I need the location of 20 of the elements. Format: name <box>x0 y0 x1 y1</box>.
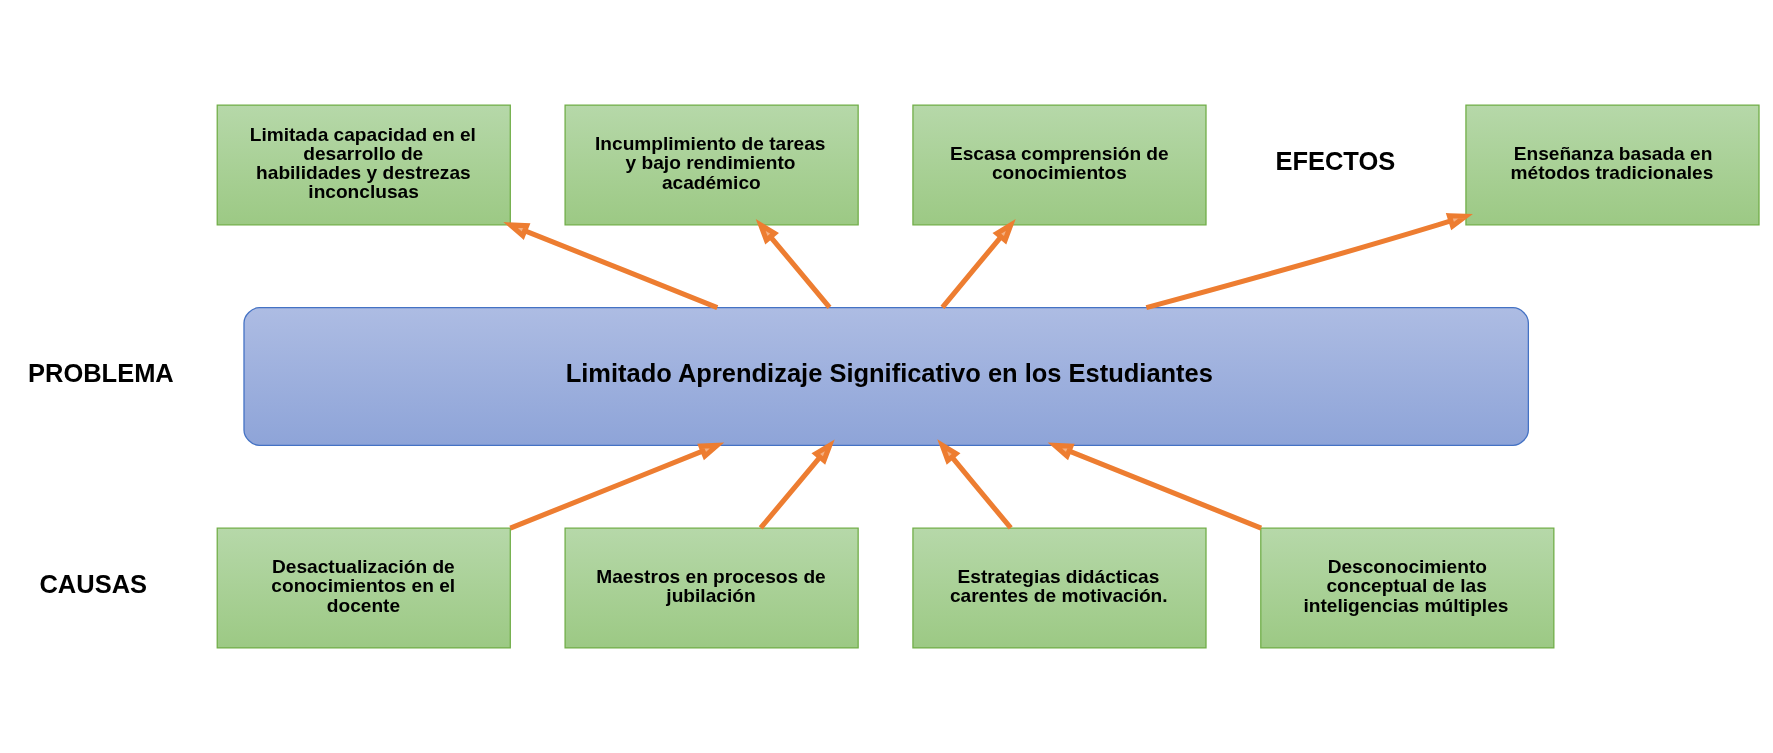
node-box: Limitado Aprendizaje Significativo en los Estudiantes <box>243 307 1529 446</box>
node-box: Desactualización de conocimientos en el docente <box>216 527 511 649</box>
arrow <box>1047 442 1263 531</box>
node-box: Estrategias didácticas carentes de motivación. <box>912 527 1207 649</box>
node-box: Maestros en procesos de jubilación <box>564 527 859 649</box>
node-box: Desconocimiento conceptual de las inteligencias múltiples <box>1260 527 1555 649</box>
arrow <box>758 439 835 530</box>
label: CAUSAS <box>39 570 148 599</box>
arrow <box>503 222 719 311</box>
arrow <box>755 219 832 309</box>
label: PROBLEMA <box>28 358 174 387</box>
arrow <box>937 439 1013 530</box>
label: EFECTOS <box>1275 147 1396 176</box>
node-box: Escasa comprensión de conocimientos <box>912 104 1207 226</box>
arrow <box>1145 213 1473 311</box>
node-box: Incumplimiento de tareas y bajo rendimiento académico <box>564 104 859 226</box>
node-box: Enseñanza basada en métodos tradicionales <box>1465 104 1760 226</box>
arrow <box>940 219 1016 309</box>
node-box: Limitada capacidad en el desarrollo de habilidades y destrezas inconclusas <box>216 104 511 226</box>
arrow <box>509 442 725 531</box>
